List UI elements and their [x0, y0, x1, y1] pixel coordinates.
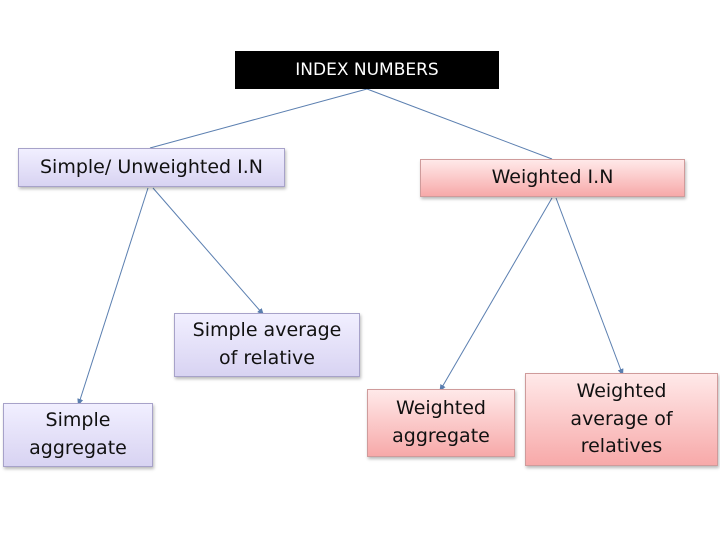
connector-simple-to-average [152, 187, 264, 316]
weighted-aggregate-node: Weighted aggregate [367, 389, 515, 457]
connector-weighted-to-aggregate [439, 197, 553, 392]
weighted-node: Weighted I.N [420, 159, 685, 197]
weighted-average-node: Weighted average of relatives [525, 373, 718, 466]
connector-root-to-weighted [366, 88, 553, 160]
index-numbers-node: INDEX NUMBERS [235, 51, 499, 89]
simple-average-node: Simple average of relative [174, 313, 360, 377]
simple-unweighted-node: Simple/ Unweighted I.N [18, 148, 285, 187]
connector-weighted-to-average [555, 197, 624, 376]
connector-simple-to-aggregate [77, 187, 149, 406]
simple-aggregate-node: Simple aggregate [3, 403, 153, 467]
connector-root-to-simple [149, 88, 368, 149]
